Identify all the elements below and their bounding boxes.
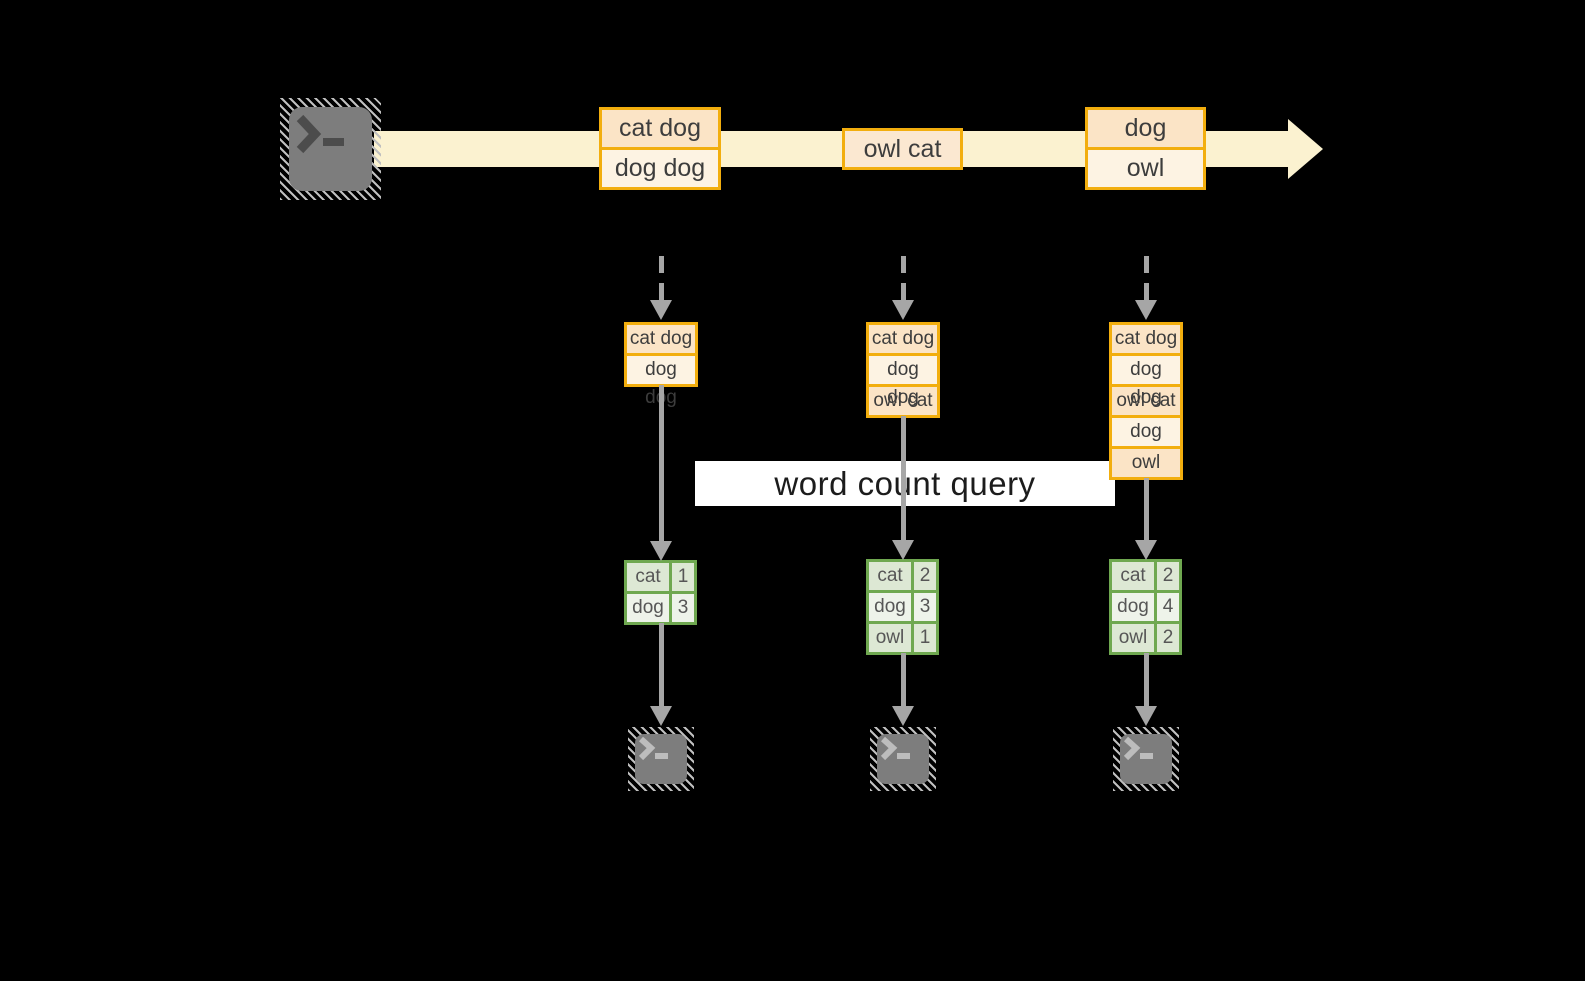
buffered-events-stack: cat dog dog dog owl cat dog owl xyxy=(1109,322,1183,480)
count-cell: 2 xyxy=(911,562,936,590)
terminal-icon xyxy=(628,727,694,791)
buffer-line: dog dog xyxy=(869,353,937,408)
word-count-table: cat 1 dog 3 xyxy=(624,560,697,625)
arrowhead-icon xyxy=(650,706,672,726)
prompt-icon xyxy=(638,736,668,761)
count-row: cat 2 xyxy=(1112,562,1179,590)
count-row: owl 1 xyxy=(869,621,936,652)
buffered-events-stack: cat dog dog dog owl cat xyxy=(866,322,940,418)
count-cell: 2 xyxy=(1154,624,1179,652)
arrow-line xyxy=(659,385,664,542)
arrowhead-icon xyxy=(1135,300,1157,320)
prompt-icon xyxy=(1123,736,1153,761)
word-cell: dog xyxy=(1112,593,1154,621)
word-cell: dog xyxy=(869,593,911,621)
count-cell: 2 xyxy=(1154,562,1179,590)
buffer-line: dog dog xyxy=(1112,353,1180,408)
terminal-icon xyxy=(1113,727,1179,791)
buffer-line: cat dog xyxy=(869,325,937,353)
buffer-line: owl xyxy=(1112,446,1180,477)
arrowhead-icon xyxy=(892,300,914,320)
stream-event-line: dog xyxy=(1088,110,1203,147)
word-count-table: cat 2 dog 4 owl 2 xyxy=(1109,559,1182,655)
word-cell: dog xyxy=(627,594,669,622)
word-count-table: cat 2 dog 3 owl 1 xyxy=(866,559,939,655)
dashed-arrow-line xyxy=(1144,256,1149,300)
arrowhead-icon xyxy=(650,300,672,320)
stream-event-box: dog owl xyxy=(1085,107,1206,190)
arrow-line xyxy=(659,623,664,708)
arrow-line xyxy=(901,416,906,542)
prompt-icon xyxy=(880,736,910,761)
count-row: dog 4 xyxy=(1112,590,1179,621)
buffer-line: owl cat xyxy=(869,384,937,415)
terminal-icon xyxy=(870,727,936,791)
arrow-line xyxy=(901,653,906,708)
word-cell: owl xyxy=(869,624,911,652)
count-row: cat 1 xyxy=(627,563,694,591)
stream-event-line: dog dog xyxy=(602,147,718,187)
count-row: cat 2 xyxy=(869,562,936,590)
arrowhead-icon xyxy=(1135,706,1157,726)
arrowhead-icon xyxy=(1135,540,1157,560)
stream-arrowhead-icon xyxy=(1288,119,1323,179)
count-row: dog 3 xyxy=(869,590,936,621)
prompt-icon xyxy=(296,114,344,154)
buffer-line: dog xyxy=(1112,415,1180,446)
count-row: owl 2 xyxy=(1112,621,1179,652)
stream-event-line: cat dog xyxy=(602,110,718,147)
count-row: dog 3 xyxy=(627,591,694,622)
buffer-line: owl cat xyxy=(1112,384,1180,415)
count-cell: 3 xyxy=(669,594,694,622)
count-cell: 3 xyxy=(911,593,936,621)
arrow-line xyxy=(1144,653,1149,708)
arrowhead-icon xyxy=(892,540,914,560)
buffered-events-stack: cat dog dog dog xyxy=(624,322,698,408)
dashed-arrow-line xyxy=(901,256,906,300)
count-cell: 1 xyxy=(669,563,694,591)
word-cell: owl xyxy=(1112,624,1154,652)
count-cell: 1 xyxy=(911,624,936,652)
arrowhead-icon xyxy=(650,541,672,561)
dashed-arrow-line xyxy=(659,256,664,300)
arrow-line xyxy=(1144,478,1149,542)
word-cell: cat xyxy=(627,563,669,591)
word-cell: cat xyxy=(1112,562,1154,590)
buffer-line: cat dog xyxy=(627,325,695,353)
word-cell: cat xyxy=(869,562,911,590)
stream-event-box: cat dog dog dog xyxy=(599,107,721,190)
terminal-icon xyxy=(280,98,381,200)
buffer-line: cat dog xyxy=(1112,325,1180,353)
count-cell: 4 xyxy=(1154,593,1179,621)
stream-event-line: owl xyxy=(1088,147,1203,187)
buffer-line: dog dog xyxy=(627,353,695,408)
stream-event-line: owl cat xyxy=(845,131,960,167)
arrowhead-icon xyxy=(892,706,914,726)
stream-event-box: owl cat xyxy=(842,128,963,170)
